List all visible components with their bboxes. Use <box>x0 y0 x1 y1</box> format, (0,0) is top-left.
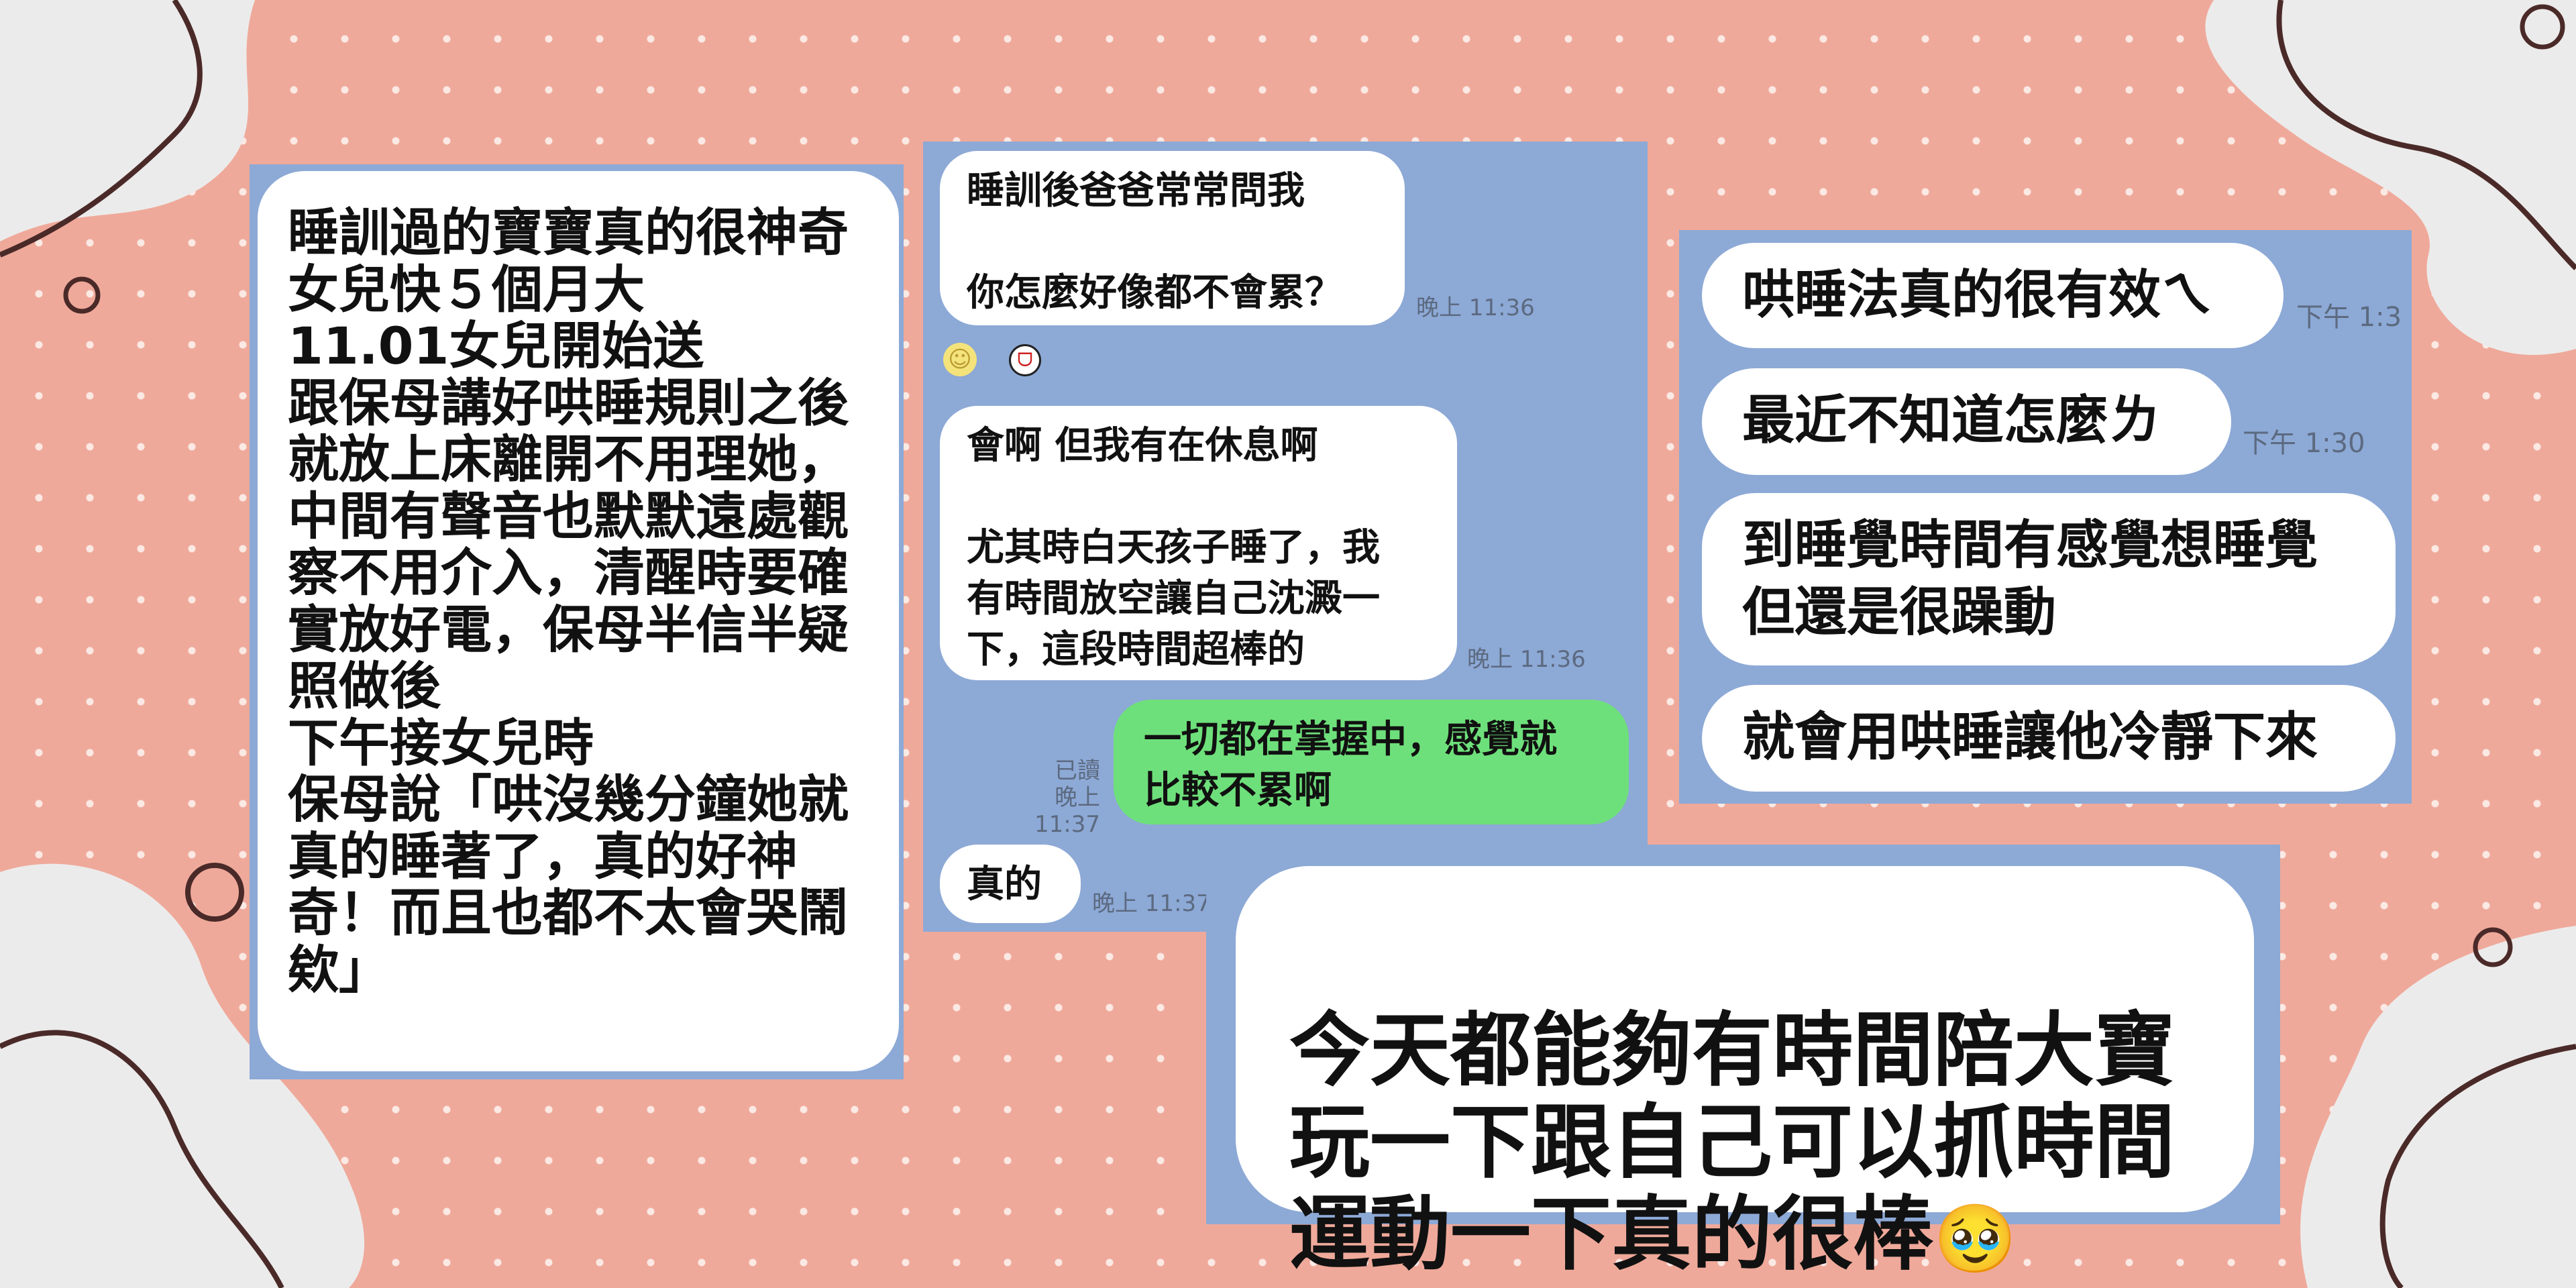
large-message-bubble: 今天都能夠有時間陪大寶 玩一下跟自己可以抓時間 運動一下真的很棒🥹 <box>1236 866 2254 1281</box>
message-timestamp: 晚上 11:36 <box>1467 646 1586 673</box>
chat-bubble-received: 到睡覺時間有感覺想睡覺 但還是很躁動 <box>1702 493 2396 665</box>
pleading-face-emoji-icon: 🥹 <box>1933 1199 2017 1278</box>
left-message-bubble: 睡訓過的寶寶真的很神奇 女兒快５個月大 11.01女兒開始送 跟保母講好哄睡規則… <box>258 171 899 1071</box>
read-receipt: 已讀 <box>1055 757 1100 784</box>
right-chat-panel: 哄睡法真的很有效ㄟ 下午 1:3 最近不知道怎麼ㄌ 下午 1:30 到睡覺時間有… <box>1679 230 2412 804</box>
chat-bubble-received: 最近不知道怎麼ㄌ <box>1702 368 2231 475</box>
curve-line <box>0 1030 284 1288</box>
left-screenshot-panel: 睡訓過的寶寶真的很神奇 女兒快５個月大 11.01女兒開始送 跟保母講好哄睡規則… <box>250 164 904 1079</box>
ring <box>2520 4 2565 50</box>
blob-top-left <box>0 0 255 241</box>
curve-line <box>2379 1044 2576 1288</box>
ring <box>63 276 101 314</box>
chat-bubble-received: 就會用哄睡讓他冷靜下來 <box>1702 685 2396 792</box>
chat-bubble-received: 真的 <box>940 845 1081 923</box>
message-text: 今天都能夠有時間陪大寶 玩一下跟自己可以抓時間 運動一下真的很棒 <box>1289 1004 2175 1281</box>
bottom-screenshot-panel: 今天都能夠有時間陪大寶 玩一下跟自己可以抓時間 運動一下真的很棒🥹 <box>1206 845 2280 1281</box>
ring <box>185 863 244 922</box>
curve-line <box>0 0 203 258</box>
curve-line <box>2276 0 2576 270</box>
blob-bottom-left <box>0 863 365 1288</box>
chat-bubble-received: 會啊 但我有在休息啊 尤其時白天孩子睡了，我 有時間放空讓自己沈澱一 下，這段時… <box>940 406 1457 680</box>
message-timestamp: 晚上 11:37 <box>1092 890 1211 917</box>
message-timestamp: 下午 1:30 <box>2243 428 2365 459</box>
blob-top-right <box>2205 0 2576 356</box>
chat-bubble-sent: 一切都在掌握中，感覺就 比較不累啊 <box>1114 700 1629 824</box>
smiley-icon: ☺ <box>943 343 977 376</box>
chat-bubble-received: 睡訓後爸爸常常問我 你怎麼好像都不會累？ <box>940 151 1405 325</box>
laughing-face-icon: ᗜ <box>1009 344 1041 376</box>
chat-bubble-received: 哄睡法真的很有效ㄟ <box>1702 243 2284 348</box>
ring <box>2473 927 2513 967</box>
middle-chat-panel: 睡訓後爸爸常常問我 你怎麼好像都不會累？ 晚上 11:36 ☺ ᗜ 會啊 但我有… <box>923 142 1648 932</box>
message-timestamp: 晚上 11:37 <box>1034 784 1100 838</box>
message-timestamp: 下午 1:3 <box>2296 302 2402 333</box>
message-timestamp: 晚上 11:36 <box>1416 294 1535 321</box>
